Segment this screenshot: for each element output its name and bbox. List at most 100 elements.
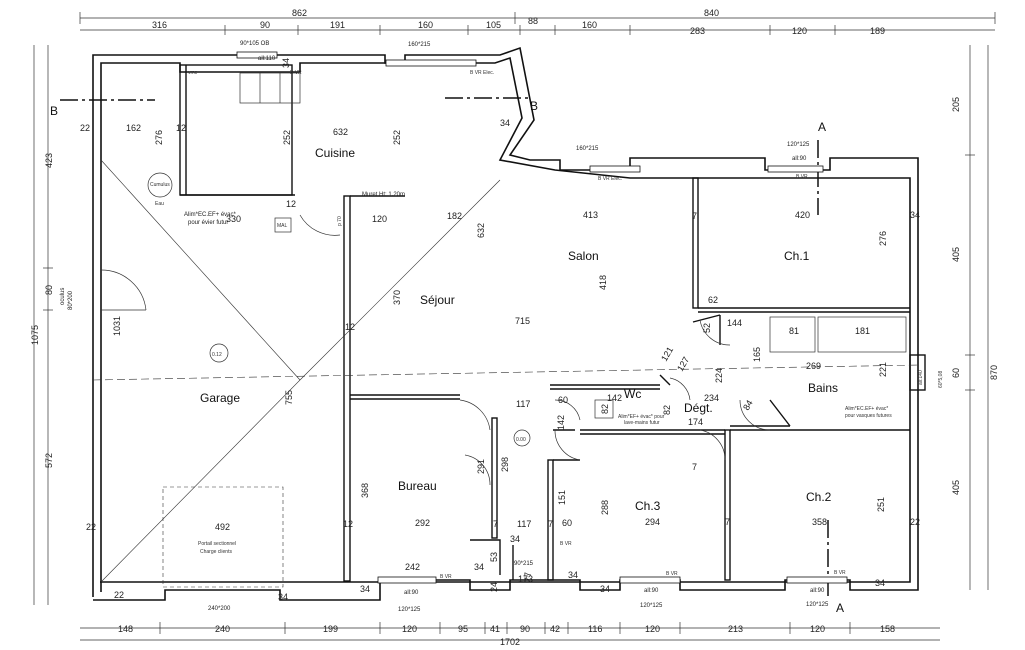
dim-text: 34 bbox=[278, 592, 288, 602]
lave-mains-note: lave-mains futur bbox=[624, 420, 660, 426]
dim-total: 1702 bbox=[500, 637, 520, 647]
dim-text: 251 bbox=[876, 497, 886, 512]
dim-text: 298 bbox=[500, 457, 510, 472]
door-size: 90*215 bbox=[514, 561, 534, 567]
window-alli: all:90 bbox=[810, 588, 825, 594]
dim-text: 492 bbox=[215, 522, 230, 532]
window-size: 120*125 bbox=[398, 607, 421, 613]
dim-text: 291 bbox=[476, 459, 486, 474]
dim-left-423: 423 bbox=[44, 153, 54, 168]
garage-slab-lines bbox=[92, 159, 919, 588]
garage-level-marker bbox=[209, 343, 229, 363]
dim-text: 82 bbox=[662, 405, 672, 415]
plan-notes: Muret Ht: 1.20m Alim*EC.EF+ évac* pour é… bbox=[150, 70, 892, 555]
room-label-ch2: Ch.2 bbox=[806, 490, 832, 504]
muret-note: Muret Ht: 1.20m bbox=[362, 192, 405, 198]
dim-text: 191 bbox=[330, 20, 345, 30]
dim-text: 276 bbox=[878, 231, 888, 246]
dim-text: 7 bbox=[692, 462, 697, 472]
room-label-degt: Dégt. bbox=[684, 401, 713, 415]
dim-text: 116 bbox=[588, 624, 602, 634]
fixtures bbox=[147, 72, 907, 447]
dim-text: 148 bbox=[118, 624, 133, 634]
window-size: 90*105 OB bbox=[240, 41, 269, 47]
dim-text: 288 bbox=[600, 500, 610, 515]
vmc-label: vmc bbox=[188, 70, 198, 76]
dim-text: 158 bbox=[880, 624, 895, 634]
dim-text: 358 bbox=[812, 517, 827, 527]
opening-labels: 90*105 OB all:110 160*215 160*215 120*12… bbox=[208, 41, 846, 613]
dim-text: 77 bbox=[523, 572, 533, 582]
dim-text: 117 bbox=[516, 399, 530, 409]
bains-window-size: 60*5,08 bbox=[938, 371, 944, 388]
dim-text: 1031 bbox=[112, 316, 122, 336]
dim-text: 413 bbox=[583, 210, 598, 220]
oculus-size: 80*200 bbox=[68, 290, 74, 310]
dim-text: 121 bbox=[659, 345, 675, 363]
dim-text: 292 bbox=[415, 518, 430, 528]
dim-text: 24 bbox=[489, 582, 499, 592]
mal-label: MAL bbox=[277, 223, 288, 229]
dim-right-405b: 405 bbox=[951, 480, 961, 495]
section-lines bbox=[60, 97, 829, 600]
evier-note: pour évier futur bbox=[188, 220, 228, 226]
dim-text: 160 bbox=[582, 20, 597, 30]
dim-right-total: 870 bbox=[989, 365, 999, 380]
dim-text: 12 bbox=[345, 322, 355, 332]
dim-text: 160 bbox=[418, 20, 433, 30]
dim-text: 7 bbox=[725, 517, 730, 527]
dim-text: 418 bbox=[598, 275, 608, 290]
window-alli: all:90 bbox=[644, 588, 659, 594]
kitchen-sink bbox=[239, 72, 301, 104]
dim-text: 840 bbox=[704, 8, 719, 18]
room-label-ch3: Ch.3 bbox=[635, 499, 661, 513]
dim-left-total: 1075 bbox=[30, 325, 40, 345]
wc-basin bbox=[594, 399, 614, 419]
dim-text: 34 bbox=[360, 584, 370, 594]
dim-text: 34 bbox=[910, 210, 920, 220]
room-label-ch1: Ch.1 bbox=[784, 249, 810, 263]
dim-text: 34 bbox=[568, 570, 578, 580]
room-label-sejour: Séjour bbox=[420, 293, 455, 307]
interior-vertical-dimensions: 276 252 252 34 632 418 370 276 1031 755 … bbox=[112, 58, 888, 592]
dim-text: 120 bbox=[810, 624, 825, 634]
dim-text: 12 bbox=[343, 519, 353, 529]
dim-text: 162 bbox=[126, 123, 141, 133]
dim-text: 34 bbox=[500, 118, 510, 128]
dim-text: 90 bbox=[520, 624, 530, 634]
dim-text: 120 bbox=[792, 26, 807, 36]
sejour-level-label: 0.00 bbox=[516, 437, 526, 443]
dim-text: 368 bbox=[360, 483, 370, 498]
dim-text: 221 bbox=[878, 362, 888, 377]
dim-text: 7 bbox=[493, 519, 498, 529]
dim-text: 7 bbox=[548, 519, 553, 529]
vasques-note: pour vasques futures bbox=[845, 413, 892, 419]
dim-text: 41 bbox=[490, 624, 500, 634]
dim-text: 22 bbox=[114, 590, 124, 600]
dim-text: 330 bbox=[226, 214, 241, 224]
dim-text: 420 bbox=[795, 210, 810, 220]
bains-window-alli: all:140 bbox=[918, 370, 924, 385]
interior-dimensions: 22 162 12 632 34 330 120 182 413 7 420 3… bbox=[80, 118, 920, 602]
dim-text: 84 bbox=[741, 398, 755, 412]
dim-text: 165 bbox=[752, 347, 762, 362]
dim-text: 199 bbox=[323, 624, 338, 634]
window-size: 120*125 bbox=[787, 142, 810, 148]
dim-text: 62 bbox=[708, 295, 718, 305]
dim-text: 95 bbox=[458, 624, 468, 634]
shower bbox=[769, 316, 816, 353]
dim-text: 294 bbox=[645, 517, 660, 527]
shutter-label: B VR bbox=[796, 174, 808, 180]
dim-text: 862 bbox=[292, 8, 307, 18]
dim-text: 234 bbox=[704, 393, 719, 403]
window-size: 160*215 bbox=[408, 42, 431, 48]
lave-mains-note: Alim*EF+ évac* pour bbox=[618, 414, 665, 420]
room-label-wc: Wc bbox=[624, 387, 641, 401]
portail-note: Portail sectionnel bbox=[198, 541, 236, 547]
dim-text: 632 bbox=[476, 223, 486, 238]
dim-text: 142 bbox=[556, 415, 566, 430]
dim-text: 755 bbox=[284, 390, 294, 405]
shutter-label: B VR bbox=[290, 70, 302, 76]
dim-text: 370 bbox=[392, 290, 402, 305]
dim-right-405a: 405 bbox=[951, 247, 961, 262]
